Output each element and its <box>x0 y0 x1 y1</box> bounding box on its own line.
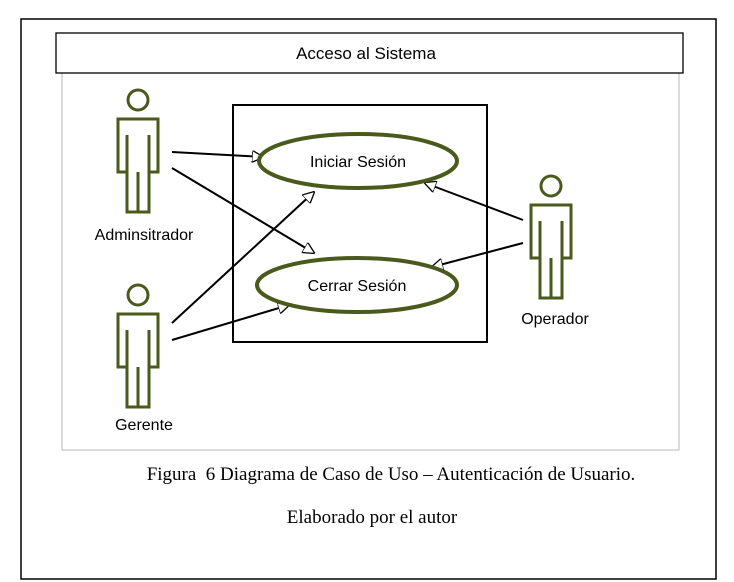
use-case-iniciar-sesion: Iniciar Sesión <box>257 132 459 190</box>
actor-label-operador: Operador <box>521 311 589 328</box>
figure-credit: Elaborado por el autor <box>287 507 458 528</box>
association-operador-cerrar <box>432 242 524 267</box>
actor-adminsitrador <box>116 88 160 214</box>
actor-icon <box>529 174 573 300</box>
use-case-label-iniciar: Iniciar Sesión <box>310 154 406 171</box>
system-title: Acceso al Sistema <box>296 44 436 63</box>
association-operador-iniciar <box>425 183 524 221</box>
actor-icon <box>116 283 160 409</box>
association-admin-iniciar <box>171 152 263 157</box>
system-title-bar <box>55 32 684 74</box>
use-case-label-cerrar: Cerrar Sesión <box>308 278 407 295</box>
actor-gerente <box>116 283 160 409</box>
actor-label-adminsitrador: Adminsitrador <box>95 227 194 244</box>
use-case-cerrar-sesion: Cerrar Sesión <box>255 256 459 314</box>
actor-icon <box>116 88 160 214</box>
figure-caption: Figura 6 Diagrama de Caso de Uso – Auten… <box>147 464 636 485</box>
system-boundary <box>232 104 488 343</box>
association-gerente-cerrar <box>171 305 289 341</box>
actor-label-gerente: Gerente <box>115 417 173 434</box>
figure-frame <box>20 18 717 580</box>
associations <box>171 152 524 341</box>
association-gerente-iniciar <box>171 192 314 324</box>
association-admin-cerrar <box>171 167 314 253</box>
actor-operador <box>529 174 573 300</box>
